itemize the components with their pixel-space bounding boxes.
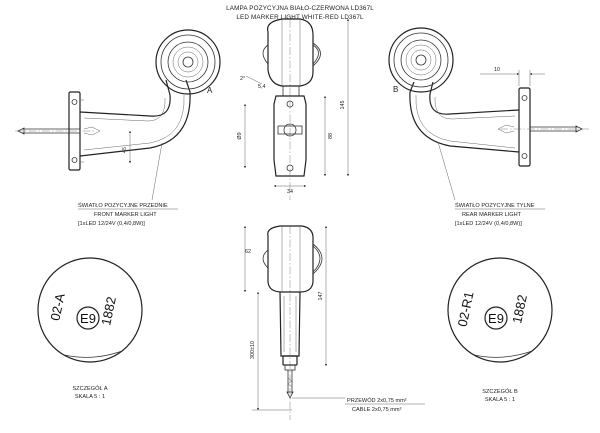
front-arm bbox=[79, 79, 191, 157]
front-lens-dome bbox=[312, 243, 323, 275]
detail-b-code: 02-R1 bbox=[455, 290, 477, 328]
dim-offset: 45 bbox=[122, 147, 128, 153]
svg-text:E9: E9 bbox=[80, 311, 96, 326]
detail-a-voltage: 12/24 V bbox=[70, 362, 95, 373]
svg-text:E9: E9 bbox=[488, 311, 504, 326]
rear-caption: ŚWIATŁO POZYCYJNE TYLNE REAR MARKER LIGH… bbox=[455, 201, 545, 227]
detail-b: 12/24 V 02-R1 E9 1882 SZCZEGÓŁ B SKALA 5… bbox=[447, 257, 553, 403]
dim-thickness: 5,4 bbox=[258, 84, 266, 90]
front-caption-spec: [1xLED 12/24V (0,4/0,8W)] bbox=[78, 221, 145, 227]
cable-caption: PRZEWÓD 2x0,75 mm² CABLE 2x0,75 mm² bbox=[345, 397, 425, 413]
rear-caption-pl: ŚWIATŁO POZYCYJNE TYLNE bbox=[455, 201, 535, 209]
center-cable bbox=[286, 370, 294, 399]
detail-a-approval: 1882 bbox=[98, 295, 119, 326]
detail-b-voltage: 12/24 V bbox=[480, 362, 505, 373]
detail-a-code: 02-A bbox=[47, 292, 67, 322]
dim-cable-length: 300±10 bbox=[250, 341, 256, 359]
front-caption-en: FRONT MARKER LIGHT bbox=[94, 212, 157, 218]
cable-caption-en: CABLE 2x0,75 mm² bbox=[352, 407, 402, 413]
detail-a-scale: SKALA 5 : 1 bbox=[75, 394, 105, 400]
cable-caption-pl: PRZEWÓD 2x0,75 mm² bbox=[347, 397, 407, 404]
detail-b-approval: 1882 bbox=[509, 293, 530, 324]
detail-b-title: SZCZEGÓŁ B bbox=[482, 388, 518, 395]
rear-lamp-side-view: B 10 bbox=[388, 27, 590, 167]
center-front-view: 62 147 300±10 bbox=[243, 225, 345, 420]
detail-a: 12/24 V 02-A E9 1882 SZCZEGÓŁ A SKALA 5 … bbox=[37, 257, 143, 400]
front-lamp-side-view: A 45 bbox=[15, 29, 221, 171]
front-lamp-head bbox=[155, 29, 221, 95]
dim-bore: Ø9 bbox=[237, 132, 243, 139]
rear-caption-en: REAR MARKER LIGHT bbox=[462, 212, 522, 218]
view-tag-b: B bbox=[393, 85, 398, 94]
drawing-title: LAMPA POZYCYJNA BIAŁO-CZERWONA LD367L bbox=[226, 5, 374, 12]
rear-lamp-head bbox=[388, 27, 454, 93]
rear-base-plate bbox=[518, 87, 531, 167]
view-tag-a: A bbox=[207, 86, 213, 95]
front-cable bbox=[17, 127, 80, 135]
drawing-subtitle: LED MARKER LIGHT WHITE-RED LD367L bbox=[236, 14, 364, 21]
dim-total-height: 145 bbox=[340, 101, 346, 110]
front-caption: ŚWIATŁO POZYCYJNE PRZEDNIE FRONT MARKER … bbox=[78, 201, 178, 227]
front-caption-pl: ŚWIATŁO POZYCYJNE PRZEDNIE bbox=[78, 201, 168, 209]
detail-b-scale: SKALA 5 : 1 bbox=[485, 397, 515, 403]
rear-arm bbox=[409, 81, 520, 153]
rear-lens-dome bbox=[312, 42, 321, 67]
dim-base-width: 34 bbox=[287, 189, 293, 195]
rear-cable bbox=[530, 125, 583, 133]
dim-head: 62 bbox=[245, 249, 251, 255]
center-side-view: Ø9 88 145 34 2° 5,4 bbox=[237, 18, 350, 200]
rear-caption-spec: [1xLED 12/24V (0,4/0,8W)] bbox=[455, 221, 522, 227]
center-base bbox=[273, 95, 307, 177]
dim-stem: 147 bbox=[318, 292, 324, 301]
dim-tilt: 2° bbox=[240, 76, 245, 82]
detail-a-e-mark: E9 bbox=[76, 306, 100, 330]
detail-a-title: SZCZEGÓŁ A bbox=[72, 385, 107, 392]
dim-hole-pitch: 88 bbox=[328, 133, 334, 139]
detail-b-e-mark: E9 bbox=[484, 306, 508, 330]
dim-pad: 10 bbox=[494, 67, 500, 73]
